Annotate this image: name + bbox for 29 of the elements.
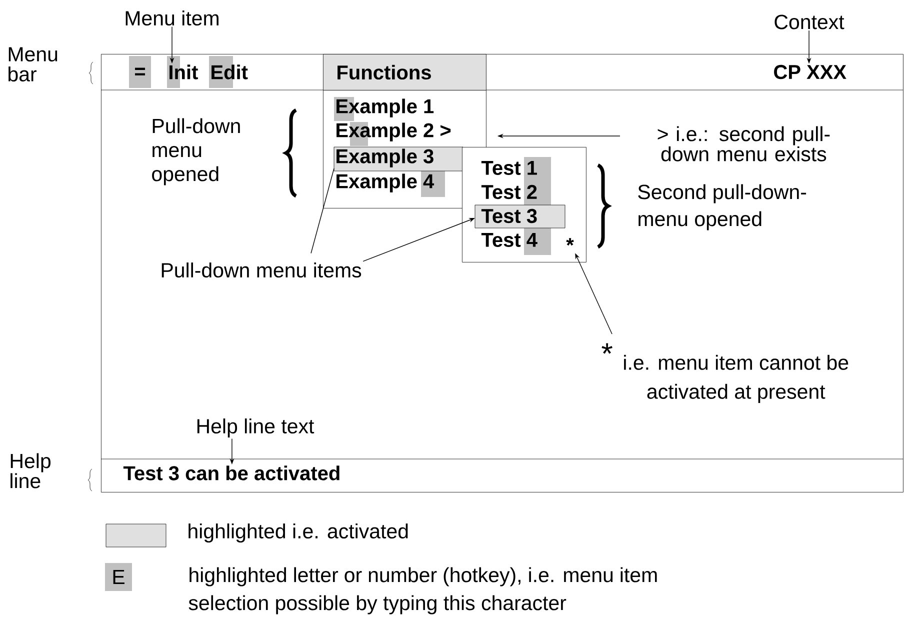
submenu-item: Test 3: [481, 208, 537, 224]
menu-item: Edit: [212, 64, 248, 80]
side-label: Menu bar: [8, 47, 58, 82]
screen-frame: [101, 54, 904, 492]
legend-text: highlighted letter or number (hotkey), i.e. menu item selection possible by typing this character: [188, 567, 657, 614]
menu-item: Functions: [323, 54, 486, 90]
side-label: Help line: [10, 453, 50, 488]
pull-down-item: Example 3: [336, 148, 434, 168]
footnote-text: * i.e. menu item cannot be activated at present: [602, 343, 848, 403]
annotation-text: Pull-down menu opened: [152, 118, 240, 186]
submenu-item: Test 1: [481, 161, 537, 175]
menu-item: Init: [170, 64, 198, 80]
annotation-text: Pull-down menu items: [162, 262, 362, 278]
legend-text: highlighted i.e. activated: [188, 523, 408, 543]
swatch-letter: E: [113, 570, 124, 584]
unavailable-mark: *: [566, 238, 574, 246]
help-line-text: Test 3 can be activated: [123, 466, 340, 480]
callout-label: Help line text: [197, 418, 314, 438]
annotation-text: Second pull-down- menu opened: [638, 184, 806, 230]
menu-item: =: [135, 68, 146, 76]
pull-down-item: Example 4: [336, 174, 434, 192]
submenu-item: Test 2: [481, 184, 537, 200]
pull-down-item: Example 1: [336, 98, 434, 118]
submenu-item: Test 4: [481, 233, 538, 247]
context-text: CP XXX: [774, 64, 846, 80]
callout-label: Context: [774, 14, 844, 30]
annotation-text: > i.e.: second pull-down menu exists: [658, 126, 830, 162]
pull-down-item: Example 2 >: [336, 122, 451, 142]
callout-label: Menu item: [126, 10, 218, 26]
